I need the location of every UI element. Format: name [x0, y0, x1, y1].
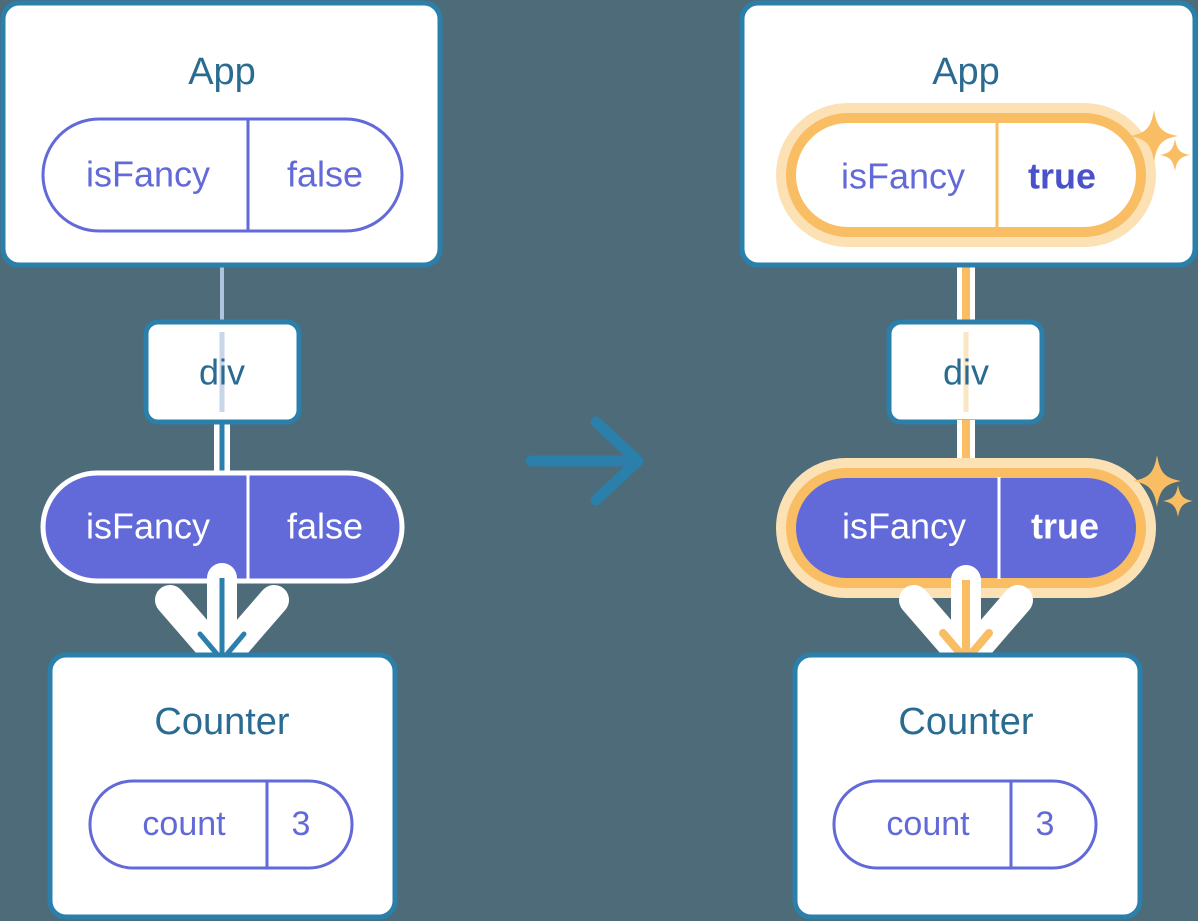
counter-state-pill-right [832, 779, 1098, 870]
counter-state-value-left: 3 [292, 805, 311, 843]
app-title-left: App [188, 51, 256, 93]
app-state-value-right: true [1028, 156, 1096, 197]
sparkle-icon-app-right [1130, 110, 1190, 171]
app-state-pill-left [41, 117, 404, 233]
prop-key-left: isFancy [86, 506, 210, 547]
prop-key-right: isFancy [842, 506, 966, 547]
counter-state-value-right: 3 [1036, 805, 1055, 843]
arrow-right-icon [525, 416, 644, 506]
prop-value-left: false [287, 506, 363, 547]
counter-title-right: Counter [898, 701, 1034, 743]
div-label-right: div [943, 352, 989, 393]
counter-state-key-right: count [886, 805, 970, 843]
counter-state-pill-left [88, 779, 354, 870]
app-state-pill-right-ring [786, 113, 1146, 237]
app-state-key-right: isFancy [841, 156, 965, 197]
counter-title-left: Counter [154, 701, 290, 743]
app-title-right: App [932, 51, 1000, 93]
sparkle-icon-prop-right [1133, 455, 1193, 517]
div-label-left: div [199, 352, 245, 393]
app-state-key-left: isFancy [86, 154, 210, 195]
prop-value-right: true [1031, 506, 1099, 547]
counter-state-key-left: count [142, 805, 226, 843]
app-state-value-left: false [287, 154, 363, 195]
